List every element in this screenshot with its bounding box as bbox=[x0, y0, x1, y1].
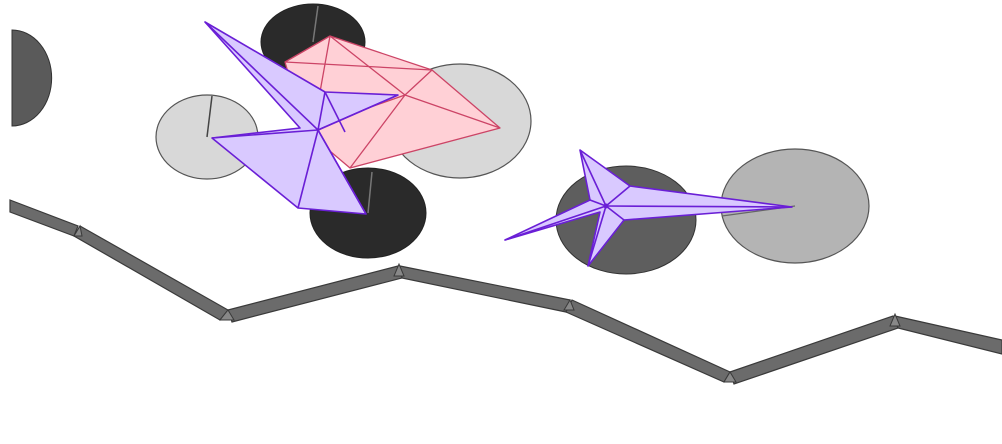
star-center-joint bbox=[603, 203, 609, 209]
ground-joint bbox=[393, 262, 405, 277]
ground-joint bbox=[723, 371, 737, 383]
ground-joint bbox=[218, 309, 235, 321]
violet-body bbox=[204, 21, 399, 215]
ground-segment bbox=[227, 265, 403, 323]
ground-segment bbox=[399, 265, 571, 313]
edge-wheel-disc bbox=[11, 29, 53, 127]
right-creature-vehicle bbox=[504, 148, 870, 275]
ground-segment bbox=[729, 315, 899, 385]
edge-wheel bbox=[11, 29, 53, 127]
ground-segment bbox=[9, 199, 79, 237]
terrain-ground bbox=[9, 199, 1002, 385]
ground-joint bbox=[73, 224, 83, 237]
violet-star-body bbox=[504, 149, 793, 267]
ground-segment bbox=[73, 225, 229, 321]
ground-joint bbox=[563, 298, 575, 311]
pink-body bbox=[284, 35, 501, 169]
ground-segment bbox=[894, 315, 1002, 355]
ground-joint bbox=[889, 312, 901, 327]
ground-segment bbox=[565, 299, 731, 383]
left-creature-vehicle bbox=[155, 3, 532, 259]
